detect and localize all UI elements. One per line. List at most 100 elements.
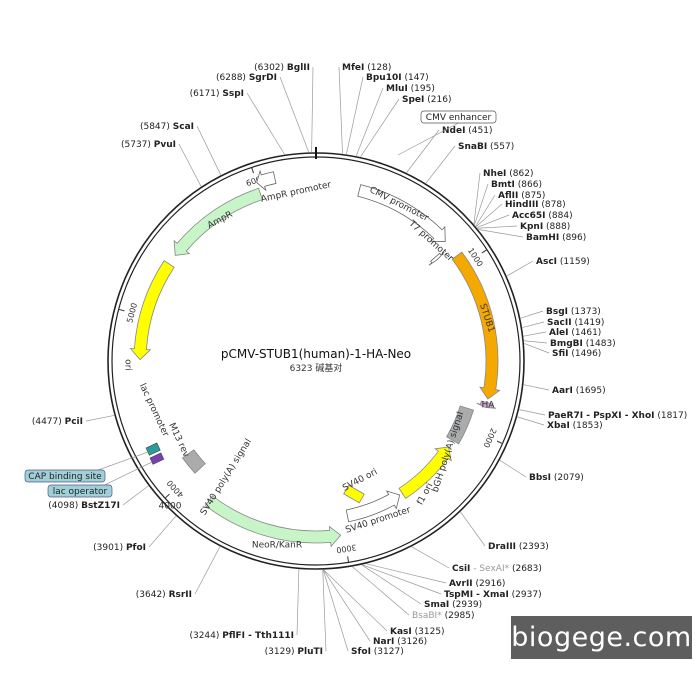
feature-cmv-promoter[interactable] (357, 184, 446, 242)
feature-stub1[interactable] (451, 251, 501, 400)
feature-label-m13-rev: M13 rev (166, 422, 191, 460)
feature-cap-binding-site-mark[interactable] (149, 452, 165, 465)
site-name: PvuI (154, 140, 176, 150)
feature-neor-kanr[interactable] (204, 495, 342, 548)
site-bstz17i[interactable]: (4098) BstZ17I (48, 501, 120, 511)
feature-ori[interactable] (129, 260, 175, 361)
site-position: (1817) (654, 411, 687, 421)
site-bamhi[interactable]: BamHI (896) (526, 233, 586, 243)
site-bglii[interactable]: (6302) BglII (254, 63, 310, 73)
site-scai[interactable]: (5847) ScaI (140, 122, 194, 132)
site-position: (3126) (394, 637, 427, 647)
site-xbai[interactable]: XbaI (1853) (547, 421, 603, 431)
site-name: CsiI (452, 564, 470, 574)
site-kasi[interactable]: KasI (3125) (390, 627, 445, 637)
site-name: SfoI (351, 647, 371, 657)
site-nhei[interactable]: NheI (862) (483, 169, 533, 179)
site-asci[interactable]: AscI (1159) (536, 257, 590, 267)
site-paer7i-pspxi-xhoi[interactable]: PaeR7I - PspXI - XhoI (1817) (548, 411, 687, 421)
site-leader (522, 321, 545, 328)
site-name: XbaI (547, 421, 570, 431)
site-leader (366, 563, 447, 584)
site-aflii[interactable]: AflII (875) (498, 191, 545, 201)
site-sfii[interactable]: SfiI (1496) (552, 349, 601, 359)
feature-ha[interactable] (476, 400, 496, 409)
site-name: BglII (287, 63, 310, 73)
tick-mark (481, 249, 488, 254)
site-leader (517, 416, 545, 426)
site-alei[interactable]: AleI (1461) (549, 328, 601, 338)
site-leader (524, 343, 550, 354)
site-csii[interactable]: CsiI - SexAI* (2683) (452, 564, 542, 574)
site-sgrdi[interactable]: (6288) SgrDI (216, 73, 277, 83)
site-leader (520, 310, 544, 319)
site-position: (2079) (551, 473, 584, 483)
site-position: (884) (546, 211, 573, 221)
site-position: (128) (364, 63, 391, 73)
feature-ampr[interactable] (173, 187, 263, 256)
site-pluti[interactable]: (3129) PluTI (265, 647, 323, 657)
site-bsgi[interactable]: BsgI (1373) (546, 307, 601, 317)
site-hindiii[interactable]: HindIII (878) (505, 200, 566, 210)
site-position: (3244) (189, 631, 222, 641)
box-cmv-enhancer[interactable] (420, 110, 497, 124)
site-pfoi[interactable]: (3901) PfoI (93, 543, 146, 553)
site-sspi[interactable]: (6171) SspI (190, 89, 244, 99)
site-pvui[interactable]: (5737) PvuI (121, 140, 176, 150)
site-name: BbsI (529, 473, 551, 483)
site-mfei[interactable]: MfeI (128) (342, 63, 391, 73)
site-name: SmaI (424, 600, 449, 610)
site-name: PfoI (126, 543, 146, 553)
feature-sv40-poly-a-signal[interactable] (181, 449, 206, 474)
feature-ampr-promoter[interactable] (256, 169, 277, 192)
site-acc65i[interactable]: Acc65I (884) (512, 211, 573, 221)
site-position: (896) (559, 233, 586, 243)
site-bsabi[interactable]: BsaBI* (2985) (412, 611, 475, 621)
box-lac-operator[interactable] (47, 484, 113, 498)
feature-bgh-poly-a-signal[interactable] (446, 405, 475, 445)
feature-sv40-ori[interactable] (343, 484, 365, 504)
feature-label-ha: HA (482, 401, 496, 411)
box-label-cap-binding-site: CAP binding site (28, 472, 102, 482)
site-avrii[interactable]: AvrII (2916) (449, 579, 505, 589)
site-leader (148, 515, 177, 548)
site-snabi[interactable]: SnaBI (557) (458, 142, 514, 152)
site-bmti[interactable]: BmtI (866) (491, 180, 542, 190)
site-mlui[interactable]: MluI (195) (386, 84, 435, 94)
site-draiii[interactable]: DraIII (2393) (488, 542, 549, 552)
site-leader (475, 203, 503, 227)
site-rsrii[interactable]: (3642) RsrII (136, 590, 192, 600)
site-position: (557) (487, 142, 514, 152)
feature-sv40-promoter[interactable] (345, 490, 401, 523)
site-leader (196, 125, 222, 176)
site-sacii[interactable]: SacII (1419) (547, 318, 604, 328)
site-name: Bpu10I (366, 73, 402, 83)
site-spei[interactable]: SpeI (216) (402, 95, 451, 105)
site-bpu10i[interactable]: Bpu10I (147) (366, 73, 429, 83)
feature-f1-ori[interactable] (398, 446, 452, 499)
site-bmgbi[interactable]: BmgBI (1483) (550, 339, 616, 349)
site-pflfi-tth111i[interactable]: (3244) PflFI - Tth111I (189, 631, 294, 641)
feature-label-sv40-ori: SV40 ori (341, 467, 379, 494)
site-leader (523, 331, 547, 337)
site-leader (323, 569, 371, 642)
site-pcii[interactable]: (4477) PciI (32, 417, 83, 427)
site-smai[interactable]: SmaI (2939) (424, 600, 482, 610)
site-aari[interactable]: AarI (1695) (552, 386, 606, 396)
feature-lac-operator-mark[interactable] (145, 442, 161, 456)
box-leader (397, 122, 459, 156)
site-bbsi[interactable]: BbsI (2079) (529, 473, 584, 483)
site-sfoi[interactable]: SfoI (3127) (351, 647, 404, 657)
site-nari[interactable]: NarI (3126) (373, 637, 427, 647)
box-cap-binding-site[interactable] (24, 469, 106, 483)
feature-t7-promoter[interactable] (428, 252, 445, 266)
site-tspmi-xmai[interactable]: TspMI - XmaI (2937) (444, 590, 542, 600)
site-leader (411, 546, 450, 569)
site-kpni[interactable]: KpnI (888) (520, 222, 570, 232)
feature-label-lac-promoter: lac promoter (137, 382, 171, 439)
site-leader (523, 340, 548, 344)
site-ndei[interactable]: NdeI (451) (442, 126, 493, 136)
site-leader (194, 546, 221, 595)
feature-label-cmv-promoter: CMV promoter (368, 185, 431, 223)
site-leader (338, 66, 343, 154)
